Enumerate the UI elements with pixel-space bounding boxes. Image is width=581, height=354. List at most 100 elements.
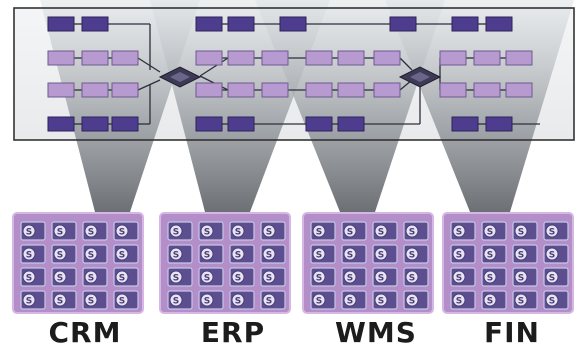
service-glyph: S [57,274,63,284]
process-node [305,116,333,132]
service-glyph: S [266,274,272,284]
service-icon [53,293,67,307]
process-node [485,16,513,32]
process-node [195,50,223,66]
process-node [451,116,479,132]
service-glyph: S [235,251,241,261]
service-icon [169,270,183,284]
service-icon [452,293,466,307]
service-icon [22,247,36,261]
service-icon [312,293,326,307]
service-icon [374,247,388,261]
service-glyph: S [409,297,415,307]
service-icon [514,270,528,284]
service-icon [22,270,36,284]
service-icon [514,247,528,261]
service-icon [200,293,214,307]
service-icon [169,293,183,307]
service-glyph: S [235,274,241,284]
service-glyph: S [173,228,179,238]
service-icon [452,270,466,284]
service-glyph: S [173,297,179,307]
process-node [111,82,139,98]
process-node [47,116,75,132]
service-glyph: S [57,297,63,307]
service-glyph: S [26,274,32,284]
process-node [195,116,223,132]
service-glyph: S [88,274,94,284]
process-node [195,16,223,32]
process-node [473,50,501,66]
service-glyph: S [266,251,272,261]
service-icon [200,224,214,238]
service-glyph: S [266,228,272,238]
service-glyph: S [26,297,32,307]
process-node [337,116,365,132]
service-glyph: S [378,297,384,307]
service-icon [169,247,183,261]
service-glyph: S [316,297,322,307]
service-glyph: S [378,228,384,238]
funnel-group [40,0,574,212]
process-node [439,82,467,98]
connector-group [74,23,540,125]
service-glyph: S [57,228,63,238]
service-icon [231,247,245,261]
decision-diamond-highlight [170,72,190,82]
process-node [47,50,75,66]
process-node [337,82,365,98]
service-icon [200,270,214,284]
process-node [227,50,255,66]
service-icon [262,247,276,261]
service-icon [483,224,497,238]
service-icon [452,247,466,261]
service-glyph: S [88,228,94,238]
service-icon [262,293,276,307]
service-icon [483,270,497,284]
service-glyph: S [518,274,524,284]
connector-line [399,57,413,71]
service-glyph: S [487,251,493,261]
process-node [81,82,109,98]
service-glyph: S [347,251,353,261]
process-node [81,50,109,66]
process-node [261,50,289,66]
service-icon [343,293,357,307]
service-glyph: S [487,297,493,307]
service-glyph: S [456,297,462,307]
process-node [389,16,417,32]
service-glyph: S [26,251,32,261]
service-icon [545,247,559,261]
service-glyph: S [204,274,210,284]
service-icon [115,270,129,284]
service-glyph: S [456,274,462,284]
process-panel-frame [13,7,575,141]
process-node [195,82,223,98]
process-node [47,82,75,98]
service-icon [405,270,419,284]
service-icon [343,270,357,284]
service-glyph: S [119,274,125,284]
process-node [227,16,255,32]
service-glyph: S [173,274,179,284]
service-icon [169,224,183,238]
process-node [373,50,401,66]
service-glyph: S [88,251,94,261]
service-glyph: S [518,297,524,307]
service-glyph: S [26,228,32,238]
system-label-fin: FIN [484,316,540,349]
service-icon [405,247,419,261]
service-glyph: S [347,274,353,284]
connector-line [137,57,161,73]
service-glyph: S [456,251,462,261]
service-icon [514,293,528,307]
service-glyph: S [487,274,493,284]
service-icon [84,224,98,238]
service-icon [53,270,67,284]
service-glyph: S [378,274,384,284]
service-icon [231,224,245,238]
process-node [485,116,513,132]
connector-line [137,79,161,91]
service-glyph: S [88,297,94,307]
